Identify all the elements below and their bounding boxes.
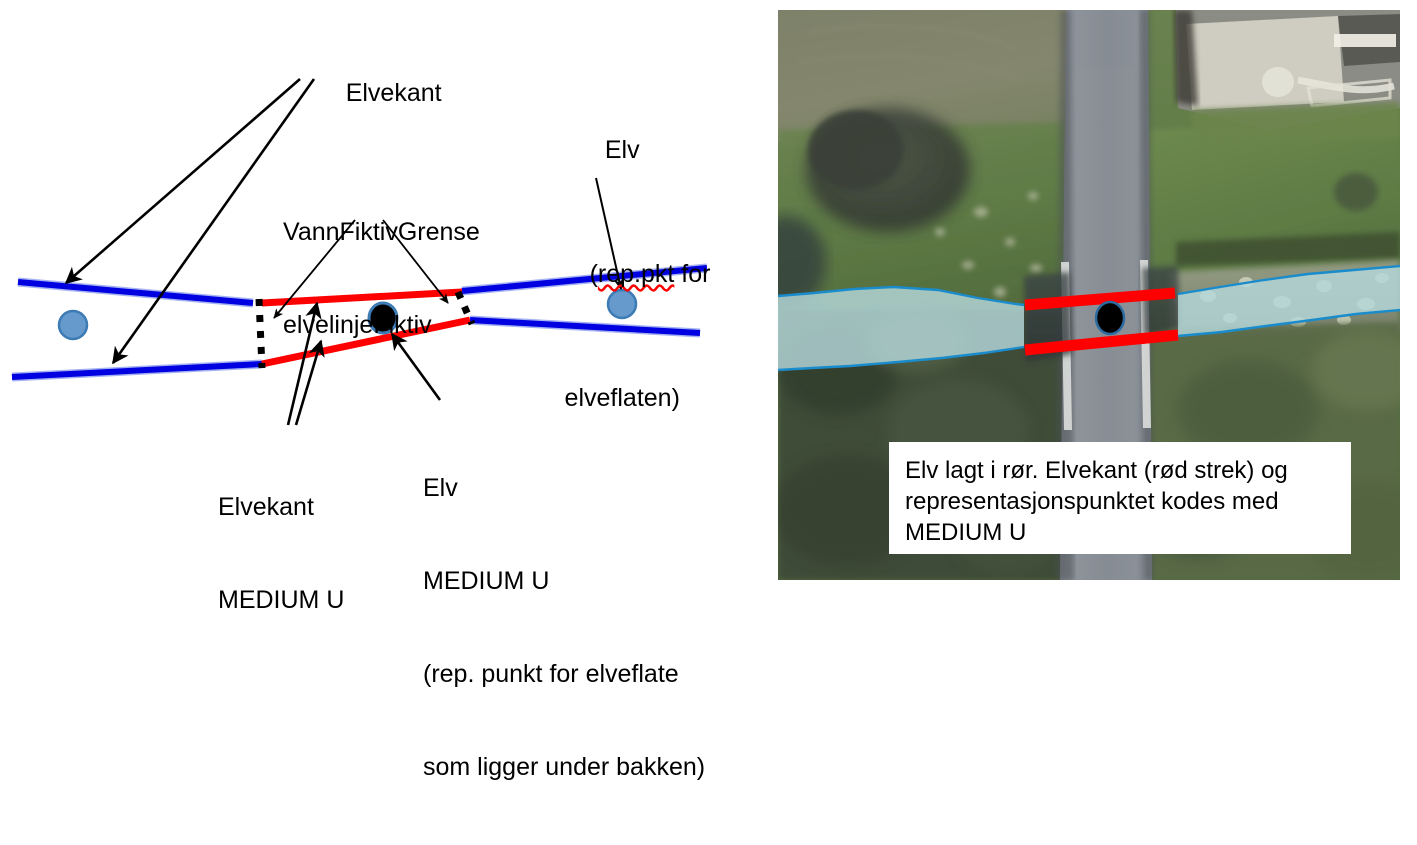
arrow-vannfiktiv-to-right-boundary [382, 219, 449, 304]
arrow-elv-rep-to-circle [595, 177, 624, 290]
photo-caption-box: Elv lagt i rør. Elvekant (rød strek) og … [889, 442, 1351, 554]
schematic-diagram-panel: Elvekant Elv (rep.pkt for elveflaten) Va… [0, 0, 760, 781]
label-elvekant-medium-line1: Elvekant [218, 493, 314, 521]
aerial-photo-panel: Elv lagt i rør. Elvekant (rød strek) og … [778, 10, 1400, 580]
rep-point-right-circle [606, 288, 638, 320]
label-elv-medium-line2: MEDIUM U [423, 567, 550, 595]
riverbank-upper-left [17, 279, 254, 306]
photo-rep-point-underground [1094, 300, 1126, 336]
water-polygon-right [1178, 266, 1400, 336]
fictive-boundary-lines [255, 290, 476, 369]
label-elv-medium-u: Elv MEDIUM U (rep. punkt for elveflate s… [423, 411, 705, 845]
riverbank-lower-left [11, 361, 263, 380]
culvert-shadow-left [1024, 272, 1072, 362]
water-outline-left [778, 285, 1025, 307]
arrow-elv-medium-to-dot [390, 332, 442, 401]
riverbank-lower-right [469, 317, 701, 336]
label-elv-rep-for: for [674, 260, 711, 288]
label-elv-rep-line3: elveflaten) [564, 384, 680, 412]
label-elv-medium-line3: (rep. punkt for elveflate [423, 660, 679, 688]
field-furrow-1 [807, 24, 1019, 52]
stones-left [935, 192, 1042, 297]
culvert-shadow-right [1142, 266, 1180, 336]
lawn-border-right [1190, 102, 1400, 144]
label-elv-rep-line1: Elv [604, 136, 640, 164]
water-outline-right [1177, 264, 1400, 296]
water-polygon-left [778, 287, 1024, 370]
label-elv-rep-point: Elv (rep.pkt for elveflaten) [534, 73, 711, 476]
field-furrow-2 [797, 54, 1024, 84]
house-shadow [1174, 10, 1198, 106]
label-elvekant-top-text: Elvekant [345, 79, 442, 107]
shrub-left-edge [778, 216, 826, 308]
label-elvekant-top: Elvekant [304, 47, 442, 140]
riverbank-underground-lines [261, 288, 471, 368]
white-tank [1262, 67, 1294, 97]
house-wall-strip [1334, 34, 1396, 47]
arrow-elvekant-to-lower-bank [111, 78, 316, 365]
label-elv-rep-line2: (rep.pkt for [534, 228, 711, 321]
riverbank-upper-right [461, 265, 708, 294]
photo-riverbank-underground-upper [1024, 287, 1176, 311]
label-elv-medium-line4: som ligger under bakken) [423, 753, 706, 781]
rep-point-underground-dot [367, 301, 399, 335]
label-elv-rep-misspelled: rep.pkt [597, 260, 675, 288]
bush-right [1334, 173, 1378, 211]
riverbank-lines [11, 265, 708, 380]
fictive-boundary-right [454, 290, 476, 326]
house-roof [1186, 16, 1344, 110]
fence-line-right [1306, 78, 1392, 108]
hedge-right [1176, 232, 1400, 266]
rep-point-left-circle [57, 309, 89, 341]
fictive-boundary-left [255, 298, 266, 369]
label-elv-medium-line1: Elv [423, 474, 458, 502]
label-vannfiktiv-line2: elvelinjeFiktiv [283, 311, 432, 339]
photo-caption-line3: MEDIUM U [905, 519, 1027, 546]
arrow-elvekant-to-upper-bank [64, 78, 301, 284]
label-elv-rep-paren: ( [589, 260, 598, 288]
photo-riverbank-underground-lower [1024, 329, 1179, 356]
water-outline-right-lower [1177, 308, 1400, 338]
diagram-canvas [11, 78, 708, 426]
arrow-elvekant-medium-to-lower-red [294, 339, 325, 426]
tree-canopy-left [808, 110, 904, 190]
garden-path [1297, 76, 1395, 94]
arrow-vannfiktiv-to-left-boundary [273, 219, 356, 319]
label-vannfiktiv-line1: VannFiktivGrense [283, 218, 480, 246]
riverbank-underground-upper [261, 288, 463, 307]
label-vannfiktivgrense: VannFiktivGrense elvelinjeFiktiv [283, 155, 480, 403]
photo-caption-line2: representasjonspunktet kodes med [905, 488, 1279, 515]
arrow-elvekant-medium-to-upper-red [286, 301, 322, 426]
photo-caption-line1: Elv lagt i rør. Elvekant (rød strek) og [905, 457, 1288, 484]
slide-root: Elvekant Elv (rep.pkt for elveflaten) Va… [0, 0, 1400, 781]
leader-arrows [64, 78, 624, 426]
riverbank-underground-lower [261, 316, 471, 368]
water-outline-left-lower [778, 345, 1025, 372]
label-elvekant-medium-u: Elvekant MEDIUM U [218, 430, 344, 678]
